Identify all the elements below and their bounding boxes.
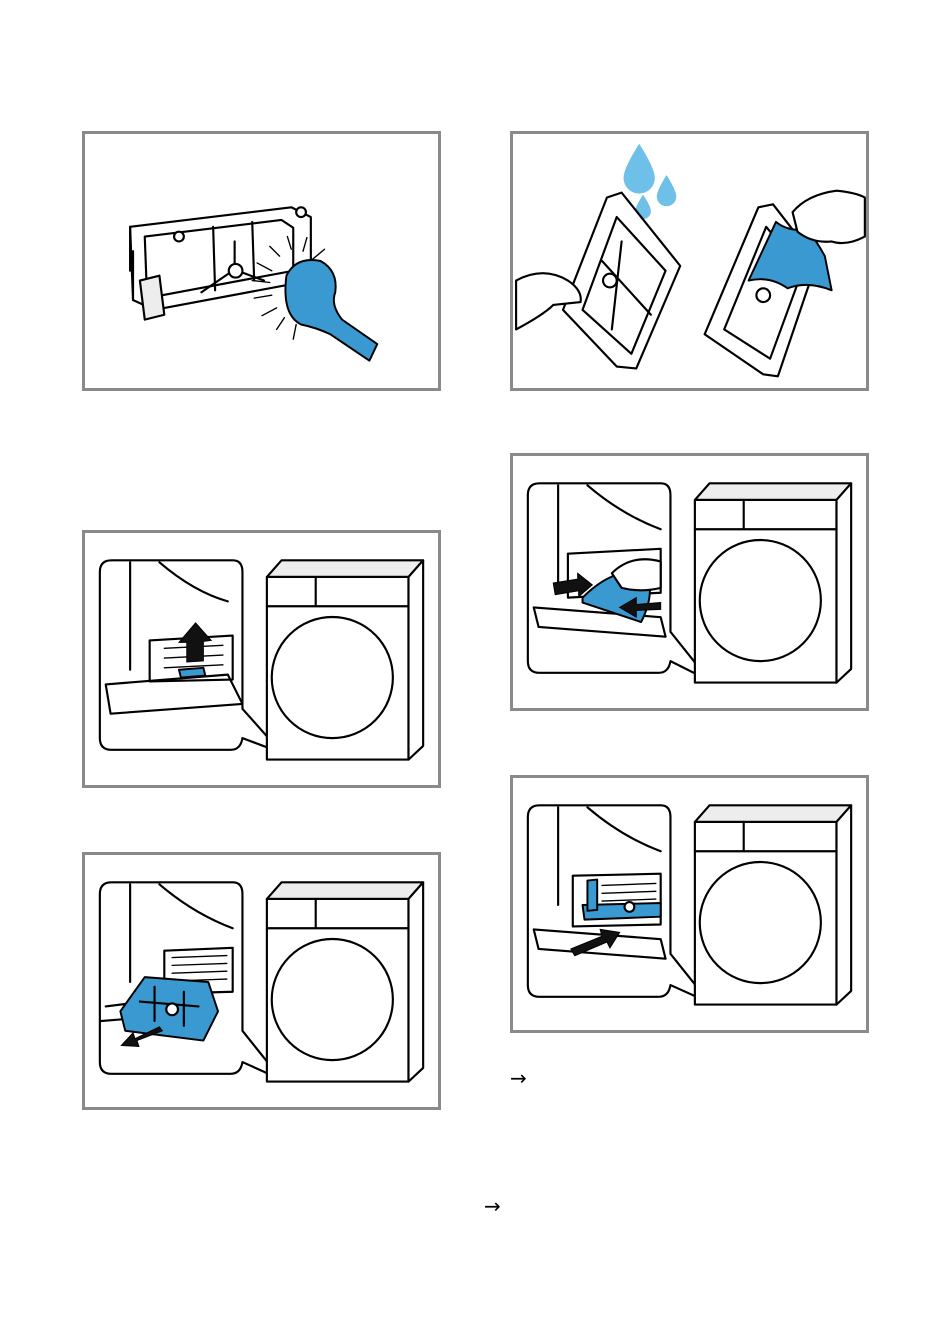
insert-filter-icon: [513, 778, 866, 1030]
wipe-seal-illustration: [510, 453, 869, 711]
result-arrow-1: →: [510, 1068, 527, 1088]
result-arrow-2: →: [484, 1196, 501, 1216]
pull-out-filter-icon: [85, 855, 438, 1107]
brush-cleaning-filter-icon: [85, 134, 438, 388]
insert-filter-illustration: [510, 775, 869, 1033]
pull-filter-illustration: [82, 852, 441, 1110]
brush-filter-illustration: [82, 131, 441, 391]
water-drops-rinse-filter-icon: [513, 134, 866, 388]
lift-maintenance-flap-icon: [85, 533, 438, 785]
lift-flap-illustration: [82, 530, 441, 788]
rinse-filter-illustration: [510, 131, 869, 391]
wipe-seal-icon: [513, 456, 866, 708]
